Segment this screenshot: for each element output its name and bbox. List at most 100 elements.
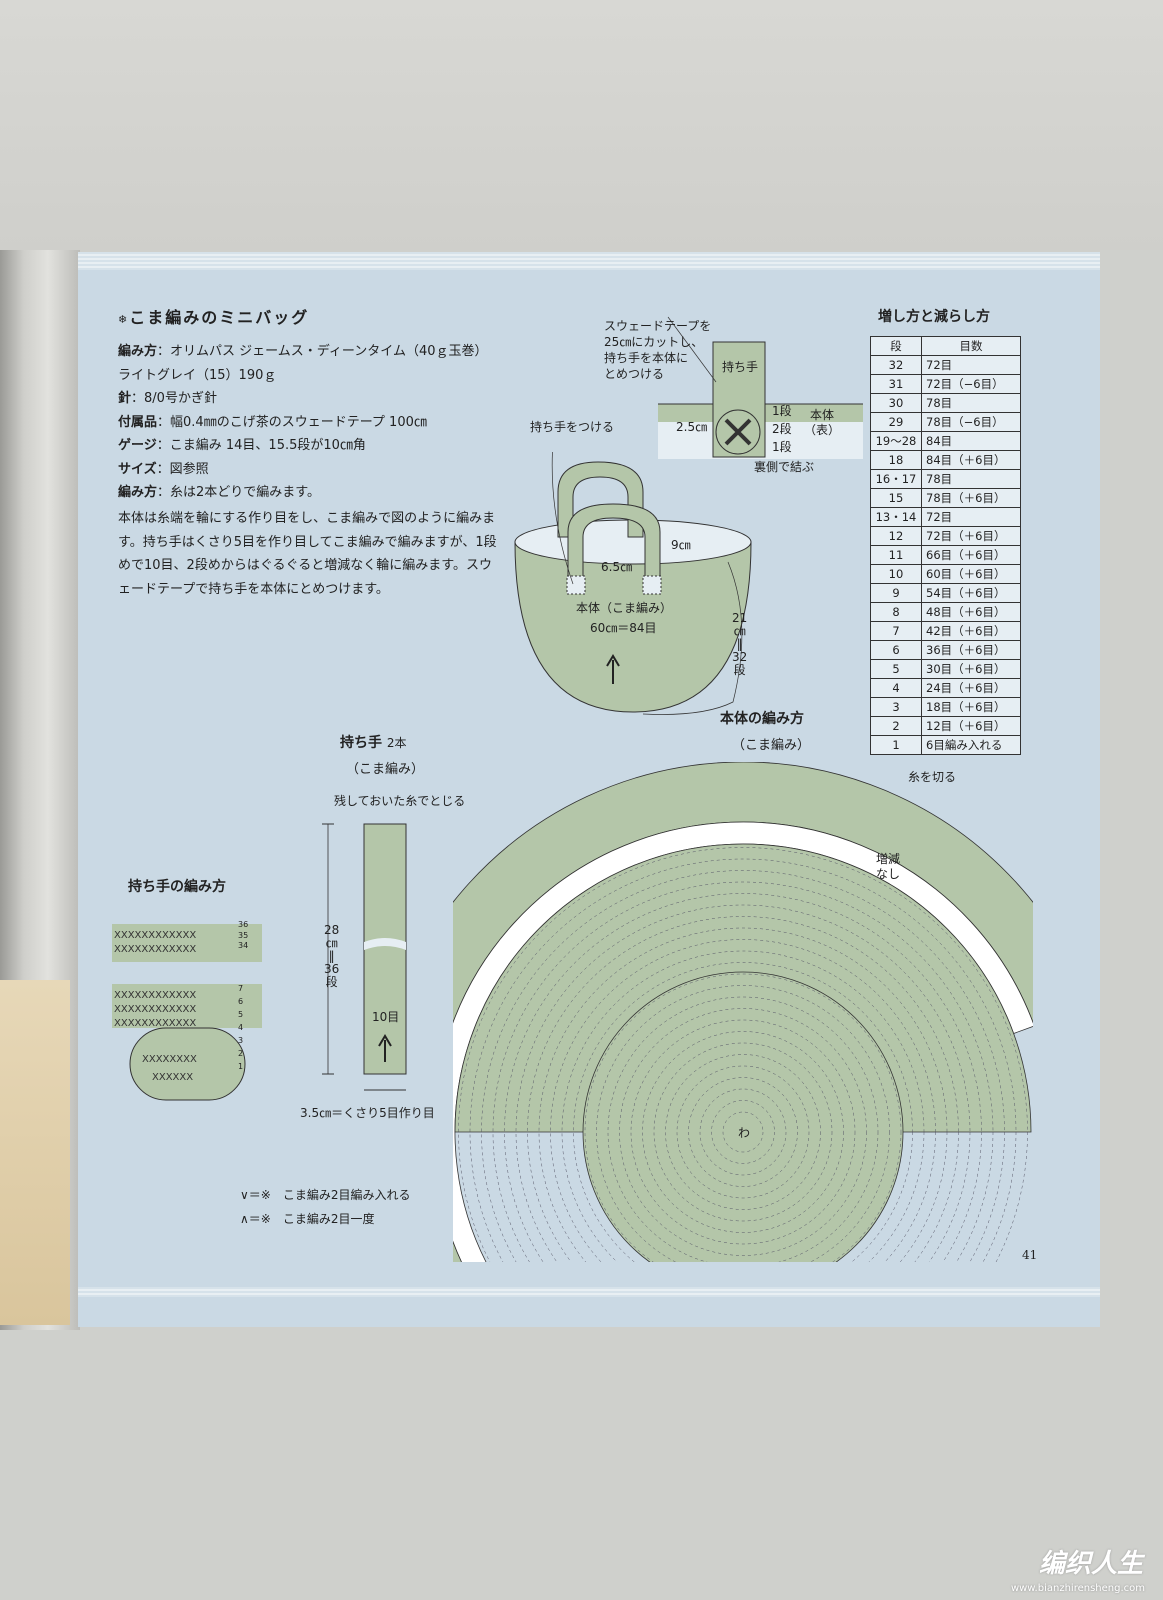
stitch-count: 72目（−6目） — [921, 374, 1021, 394]
svg-text:XXXXXXXXXXXX: XXXXXXXXXXXX — [114, 1018, 196, 1029]
body-chart-stitch: （こま編み） — [732, 738, 811, 753]
tie-circle — [715, 409, 761, 455]
stitch-count: 78目 — [921, 469, 1021, 489]
row-number: 1 — [870, 735, 922, 755]
stitch-count: 6目編み入れる — [921, 735, 1021, 755]
no-change-label: 増減なし — [876, 852, 901, 881]
handle-chart: XXXXXXXXXXXX XXXXXXXXXXXX XXXXXXXXXXXX X… — [112, 924, 262, 1101]
stitch-count: 72目 — [921, 355, 1021, 375]
row-number: 6 — [870, 640, 922, 660]
stitch-count: 84目（＋6目） — [921, 450, 1021, 470]
handle-title: 持ち手 2本 — [340, 735, 407, 751]
row-number: 13・14 — [870, 507, 922, 527]
row-number: 31 — [870, 374, 922, 394]
stitch-count: 18目（＋6目） — [921, 697, 1021, 717]
round-line — [550, 939, 936, 1262]
material-line: 編み方：オリムパス ジェームス・ディーンタイム（40ｇ玉巻） — [118, 344, 488, 359]
col-header-stitches: 目数 — [921, 336, 1021, 356]
row-number: 7 — [870, 621, 922, 641]
material-line: ライトグレイ（15）190ｇ — [118, 367, 277, 383]
book-page: ❄こま編みのミニバッグ 編み方：オリムパス ジェームス・ディーンタイム（40ｇ玉… — [78, 252, 1100, 1327]
stitch-count: 60目（＋6目） — [921, 564, 1021, 584]
strip-break — [364, 938, 406, 950]
attach-diagram — [658, 316, 863, 459]
row-number: 32 — [870, 355, 922, 375]
round-line — [619, 1008, 867, 1256]
width-label: 2.5㎝ — [676, 420, 708, 434]
attach-handle-label: 持ち手をつける — [530, 420, 615, 434]
legend-item-increase: ∨＝※ こま編み2目編み入れる — [240, 1188, 411, 1202]
stitch-count: 30目（＋6目） — [921, 659, 1021, 679]
round-line — [481, 870, 1005, 1262]
round-line — [607, 996, 879, 1262]
round-line — [653, 1042, 833, 1222]
magic-ring-label: わ — [738, 1126, 750, 1140]
stitch-count: 42目（＋6目） — [921, 621, 1021, 641]
row-number: 2 — [870, 716, 922, 736]
svg-text:XXXXXXXXXXXX: XXXXXXXXXXXX — [114, 990, 196, 1001]
round-line — [469, 858, 1017, 1262]
round-line — [722, 1111, 764, 1153]
pattern-title: ❄こま編みのミニバッグ — [118, 308, 310, 327]
stitch-count: 78目 — [921, 393, 1021, 413]
row-number: 19〜28 — [870, 431, 922, 451]
row-number: 4 — [870, 678, 922, 698]
material-line: サイズ：図参照 — [118, 461, 209, 477]
round-line — [596, 985, 890, 1262]
row-number: 16・17 — [870, 469, 922, 489]
stitch-count: 48目（＋6目） — [921, 602, 1021, 622]
round-line — [561, 950, 925, 1262]
handle-label: 持ち手 — [722, 360, 759, 374]
bag-diagram — [514, 452, 752, 715]
round-line — [665, 1054, 821, 1210]
round-line — [630, 1019, 856, 1245]
stitch-count: 72目 — [921, 507, 1021, 527]
round-line — [584, 973, 902, 1262]
round-line — [492, 881, 994, 1262]
stitch-count: 78目（−6目） — [921, 412, 1021, 432]
svg-text:XXXXXXXXXXXX: XXXXXXXXXXXX — [114, 1004, 196, 1015]
body-chart-title: 本体の編み方 — [720, 711, 804, 727]
materials-list: 編み方：オリムパス ジェームス・ディーンタイム（40ｇ玉巻） ライトグレイ（15… — [118, 340, 518, 505]
decrease-symbol-icon: ∧＝※ — [240, 1212, 271, 1226]
row-number: 8 — [870, 602, 922, 622]
row-number: 29 — [870, 412, 922, 432]
round-line — [504, 893, 982, 1262]
flower-icon: ❄ — [118, 313, 130, 326]
stitch-count: 24目（＋6目） — [921, 678, 1021, 698]
svg-text:XXXXXXXXXXXX: XXXXXXXXXXXX — [114, 930, 196, 941]
round-line — [699, 1088, 787, 1176]
handle-gap-label: 6.5㎝ — [601, 560, 633, 574]
tie-cross — [724, 418, 752, 446]
instructions-text: 本体は糸端を輪にする作り目をし、こま編みで図のように編みます。持ち手はくさり5目… — [118, 511, 497, 597]
row-number: 10 — [870, 564, 922, 584]
round-line — [527, 916, 959, 1262]
handle-strap — [712, 341, 766, 458]
back-handle — [557, 461, 644, 538]
material-line: ゲージ：こま編み 14目、15.5段が10㎝角 — [118, 438, 366, 453]
wood-surface — [0, 980, 70, 1325]
svg-text:XXXXXXXXXXXX: XXXXXXXXXXXX — [114, 944, 196, 955]
cut-yarn-label: 糸を切る — [908, 770, 957, 784]
row-number: 30 — [870, 393, 922, 413]
row-number: 3 — [870, 697, 922, 717]
handle-chart-title: 持ち手の編み方 — [128, 879, 226, 895]
handle-stitch: （こま編み） — [346, 762, 425, 777]
